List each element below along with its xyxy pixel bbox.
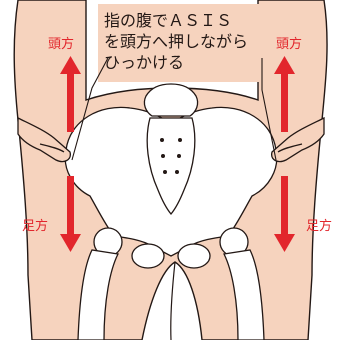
caudal-label-left: 足方 (22, 220, 48, 233)
instruction-caption: 指の腹でＡＳＩＳ を頭方へ押しながら ひっかける (104, 10, 248, 73)
caption-line-1: 指の腹でＡＳＩＳ (104, 10, 248, 31)
cranial-label-right: 頭方 (276, 38, 302, 51)
caption-line-3: ひっかける (104, 52, 248, 73)
caption-line-2: を頭方へ押しながら (104, 31, 248, 52)
cranial-label-left: 頭方 (48, 38, 74, 51)
caudal-label-right: 足方 (306, 220, 332, 233)
thigh-split-line (171, 262, 175, 340)
